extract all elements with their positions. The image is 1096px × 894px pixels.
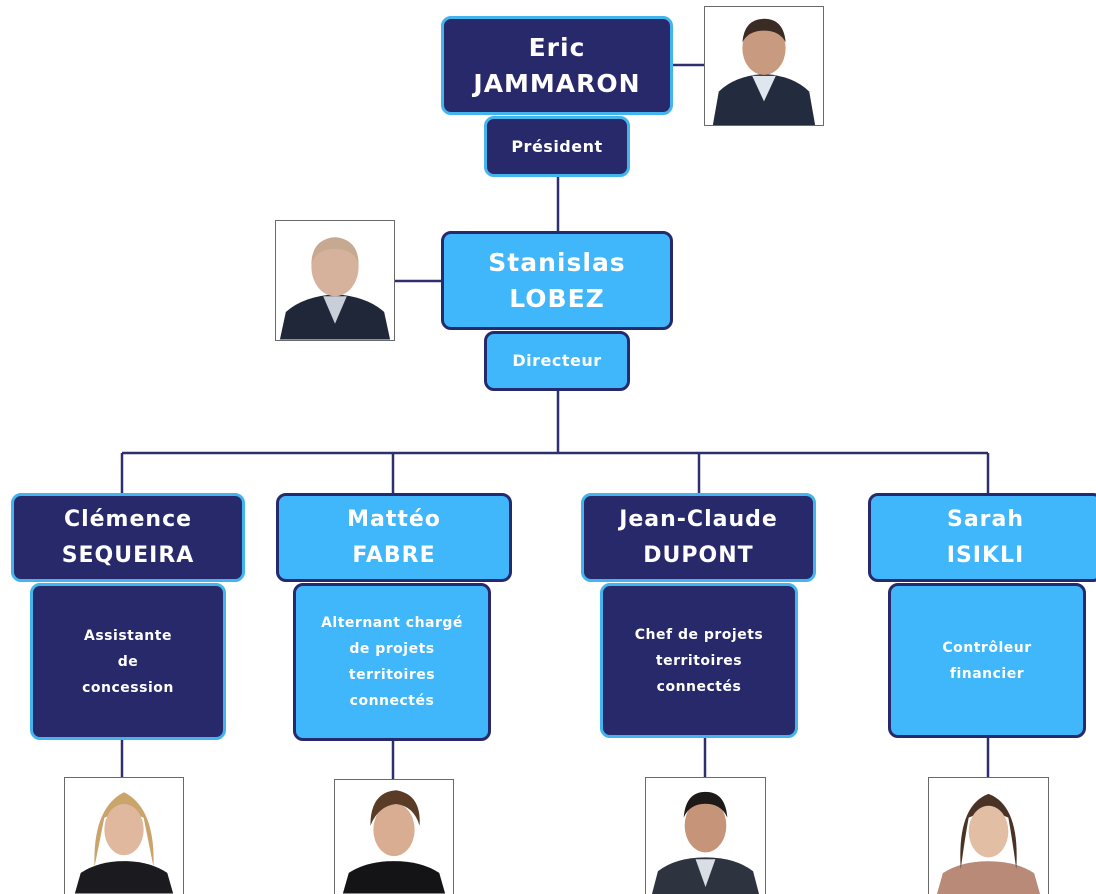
person-photo-icon [335, 780, 453, 894]
staff-jean-claude-role-box: Chef de projets territoires connectés [600, 583, 798, 738]
president-title-box: Président [484, 116, 630, 177]
staff-clemence-name-box: Clémence SEQUEIRA [11, 493, 245, 582]
staff-matteo-last-name: FABRE [352, 542, 436, 568]
staff-matteo-role-line: de projets [349, 641, 435, 657]
staff-jean-claude-photo [645, 777, 766, 894]
staff-sarah-role-line: Contrôleur [942, 639, 1032, 656]
staff-matteo-role-box: Alternant chargé de projets territoires … [293, 583, 491, 741]
staff-clemence-role-box: Assistante de concession [30, 583, 226, 740]
person-photo-icon [276, 221, 394, 340]
staff-jean-claude-first-name: Jean-Claude [619, 506, 778, 532]
staff-jean-claude-last-name: DUPONT [643, 542, 754, 568]
president-name-box: Eric JAMMARON [441, 16, 673, 115]
staff-matteo-name-box: Mattéo FABRE [276, 493, 512, 582]
staff-jean-claude-role-line: connectés [656, 678, 742, 695]
director-first-name: Stanislas [488, 247, 626, 277]
president-title: Président [511, 136, 603, 156]
staff-matteo-role-line: connectés [349, 693, 435, 709]
president-last-name: JAMMARON [473, 68, 641, 98]
staff-clemence-role-line: Assistante [84, 627, 172, 644]
president-first-name: Eric [528, 32, 586, 62]
staff-jean-claude-role-line: territoires [655, 652, 743, 669]
staff-matteo-first-name: Mattéo [347, 506, 441, 532]
staff-sarah-role-box: Contrôleur financier [888, 583, 1086, 738]
person-photo-icon [65, 778, 183, 894]
director-last-name: LOBEZ [509, 283, 605, 313]
president-photo [704, 6, 824, 126]
staff-jean-claude-role-line: Chef de projets [634, 626, 764, 643]
staff-matteo-role-line: Alternant chargé [321, 615, 463, 631]
staff-clemence-photo [64, 777, 184, 894]
person-photo-icon [705, 7, 823, 125]
staff-matteo-photo [334, 779, 454, 894]
staff-sarah-role-line: financier [949, 665, 1025, 682]
staff-clemence-first-name: Clémence [63, 506, 193, 532]
staff-clemence-role-line: de [117, 653, 139, 670]
director-title: Directeur [512, 351, 602, 370]
director-photo [275, 220, 395, 341]
staff-matteo-role-line: territoires [348, 667, 436, 683]
director-title-box: Directeur [484, 331, 630, 391]
person-photo-icon [929, 778, 1048, 894]
staff-sarah-first-name: Sarah [946, 506, 1025, 532]
staff-sarah-photo [928, 777, 1049, 894]
staff-clemence-last-name: SEQUEIRA [61, 542, 195, 568]
person-photo-icon [646, 778, 765, 894]
director-name-box: Stanislas LOBEZ [441, 231, 673, 330]
staff-sarah-name-box: Sarah ISIKLI [868, 493, 1096, 582]
staff-clemence-role-line: concession [82, 679, 174, 696]
staff-sarah-last-name: ISIKLI [946, 542, 1025, 568]
staff-jean-claude-name-box: Jean-Claude DUPONT [581, 493, 816, 582]
